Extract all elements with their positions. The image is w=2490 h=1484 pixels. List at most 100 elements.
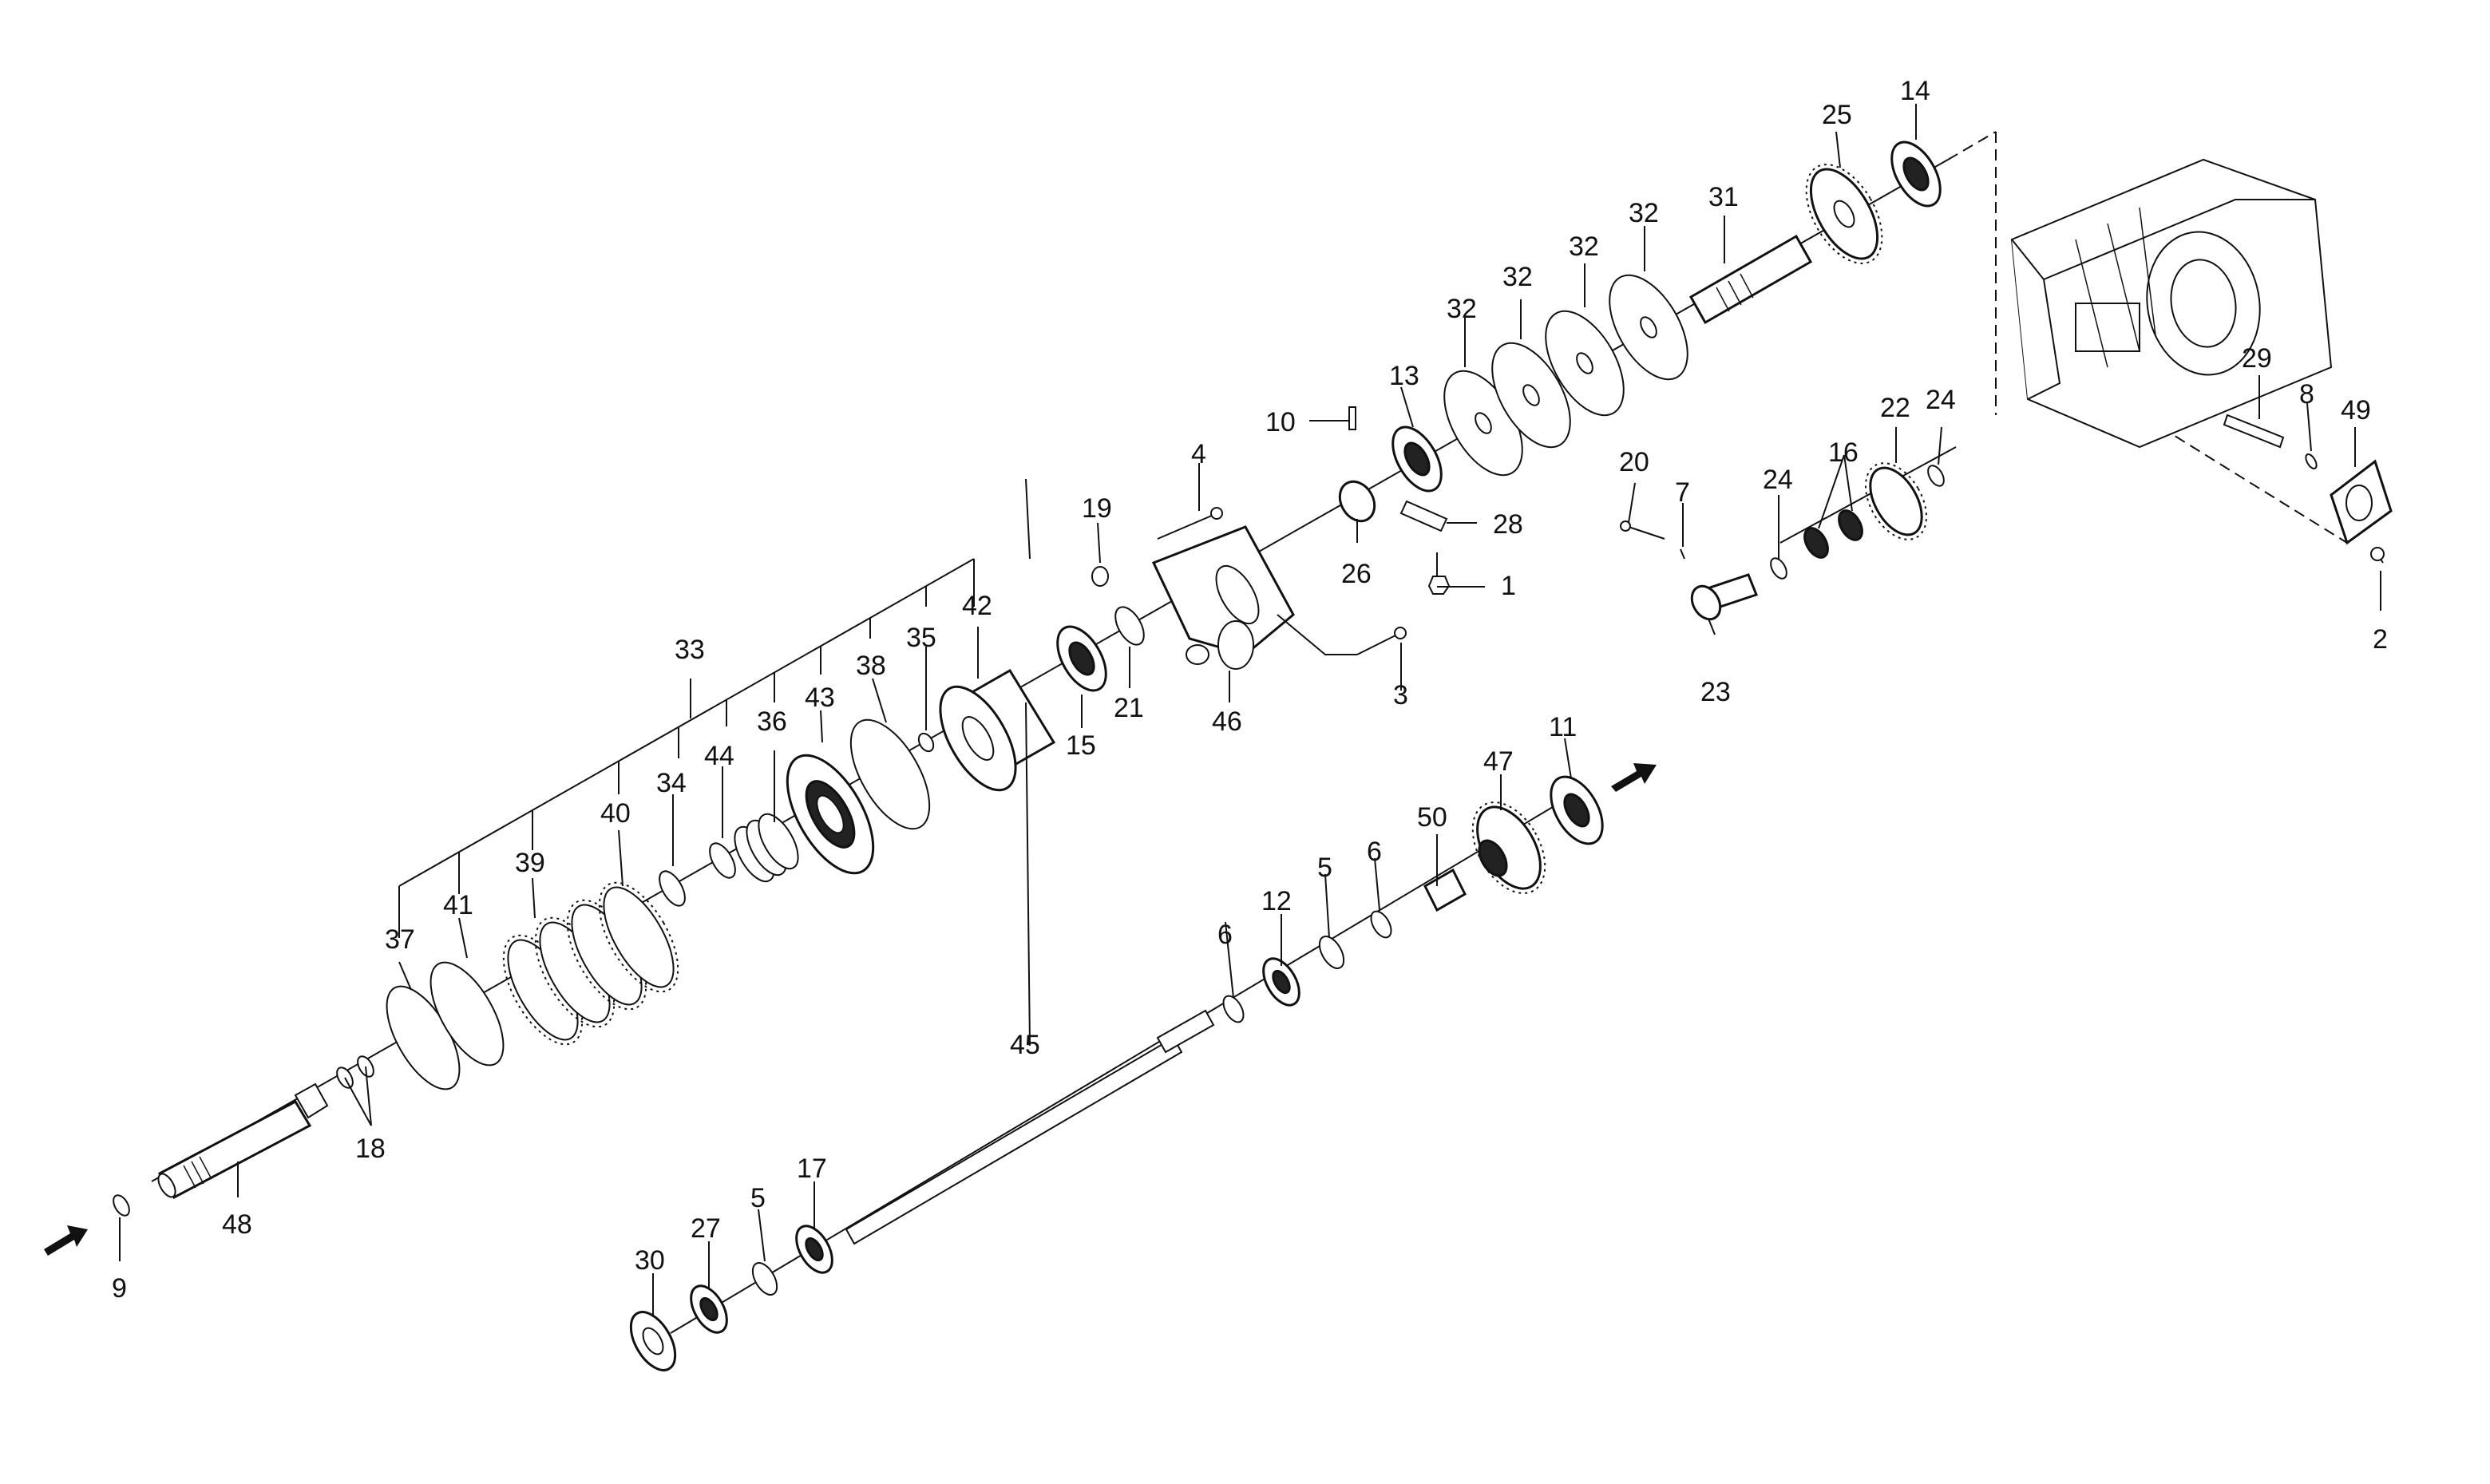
spring-36 — [734, 813, 799, 883]
label-32d: 32 — [1629, 198, 1659, 228]
part-labels: 1 2 3 4 5 5 6 6 7 8 9 10 11 12 13 14 15 … — [112, 76, 2388, 1304]
output-shaft-31 — [1688, 234, 1813, 325]
bolt-20 — [1620, 520, 1665, 540]
key-28 — [1399, 500, 1448, 532]
pin-10 — [1348, 406, 1356, 430]
assembly-axes — [151, 131, 2348, 1334]
bolt-3 — [1356, 627, 1407, 655]
label-19: 19 — [1082, 493, 1112, 524]
main-shaft-45 — [845, 1009, 1215, 1245]
bearing-13 — [1391, 425, 1443, 493]
label-15: 15 — [1066, 730, 1096, 761]
label-46: 46 — [1212, 706, 1242, 737]
label-5a: 5 — [1317, 853, 1332, 883]
label-34: 34 — [656, 768, 687, 798]
transmission-case — [2010, 158, 2333, 449]
label-33: 33 — [675, 635, 705, 665]
friction-disc-32b — [1491, 342, 1571, 449]
label-20: 20 — [1619, 447, 1649, 477]
label-40: 40 — [600, 798, 631, 829]
label-5b: 5 — [750, 1183, 766, 1213]
clutch-drum-42 — [939, 668, 1056, 792]
nut-1 — [1427, 576, 1451, 595]
bearing-14 — [1890, 140, 1942, 208]
label-7: 7 — [1675, 477, 1690, 508]
label-38: 38 — [856, 651, 886, 681]
seal-ring-38 — [849, 718, 931, 830]
label-44: 44 — [704, 741, 734, 771]
label-4: 4 — [1191, 439, 1206, 469]
input-shaft-48 — [157, 1082, 329, 1199]
gear-22 — [1865, 462, 1927, 540]
bolt-4 — [1157, 507, 1223, 540]
label-8: 8 — [2299, 379, 2314, 410]
label-9: 9 — [112, 1273, 127, 1304]
bearing-27 — [690, 1284, 728, 1334]
housing-46 — [1151, 525, 1295, 670]
label-29: 29 — [2242, 343, 2272, 374]
label-41: 41 — [443, 890, 473, 920]
label-35: 35 — [906, 623, 936, 653]
bearing-11 — [1550, 775, 1604, 845]
label-17: 17 — [797, 1154, 827, 1184]
washer-24 — [1770, 465, 1945, 580]
label-6b: 6 — [1217, 920, 1233, 950]
label-24b: 24 — [1926, 385, 1956, 415]
label-16: 16 — [1828, 437, 1859, 468]
label-22: 22 — [1880, 393, 1910, 423]
label-50: 50 — [1417, 802, 1447, 833]
needle-bearing-16 — [1803, 509, 1863, 559]
leader-lines — [119, 104, 2381, 1317]
label-21: 21 — [1114, 693, 1144, 723]
label-31: 31 — [1708, 182, 1739, 212]
gear-47 — [1471, 801, 1546, 894]
label-25: 25 — [1822, 100, 1852, 130]
label-27: 27 — [691, 1213, 721, 1244]
label-14: 14 — [1900, 76, 1930, 106]
label-2: 2 — [2373, 624, 2388, 655]
label-47: 47 — [1483, 746, 1514, 777]
label-39: 39 — [515, 848, 545, 878]
small-rings — [113, 606, 1392, 1296]
friction-disc-32c — [1545, 310, 1625, 417]
bearing-15 — [1056, 625, 1107, 692]
bearing-12 — [1262, 957, 1300, 1007]
friction-disc-32d — [1609, 274, 1688, 381]
label-37: 37 — [385, 924, 415, 955]
label-12: 12 — [1261, 886, 1292, 916]
label-43: 43 — [805, 683, 835, 713]
label-6a: 6 — [1367, 837, 1382, 867]
cover-49 — [2330, 459, 2393, 545]
label-32b: 32 — [1502, 262, 1533, 292]
label-18: 18 — [355, 1134, 386, 1164]
pressure-plate-41 — [430, 961, 505, 1067]
label-32c: 32 — [1569, 232, 1599, 262]
piston-43 — [786, 754, 875, 875]
label-3: 3 — [1393, 680, 1408, 710]
label-45: 45 — [1010, 1030, 1040, 1060]
label-28: 28 — [1493, 509, 1523, 540]
label-49: 49 — [2341, 395, 2371, 425]
clutch-disc-pack — [502, 881, 679, 1046]
label-11: 11 — [1549, 712, 1577, 742]
label-36: 36 — [757, 706, 787, 737]
label-24a: 24 — [1763, 465, 1793, 495]
label-32a: 32 — [1447, 294, 1477, 324]
idler-shaft-23 — [1690, 573, 1758, 621]
label-26: 26 — [1341, 559, 1372, 589]
gear-25 — [1805, 164, 1883, 264]
label-48: 48 — [222, 1209, 252, 1240]
bushing-26 — [1338, 480, 1376, 523]
input-arrow — [44, 1225, 88, 1256]
label-13: 13 — [1389, 361, 1419, 391]
plug-19 — [1091, 566, 1109, 587]
label-10: 10 — [1265, 407, 1296, 437]
pin-7 — [1680, 548, 1685, 560]
label-1: 1 — [1501, 571, 1516, 601]
shaft-29 — [2223, 414, 2285, 449]
bolt-2 — [2370, 547, 2385, 564]
bearing-17 — [795, 1225, 833, 1274]
output-arrow — [1611, 763, 1657, 792]
label-30: 30 — [635, 1245, 665, 1276]
